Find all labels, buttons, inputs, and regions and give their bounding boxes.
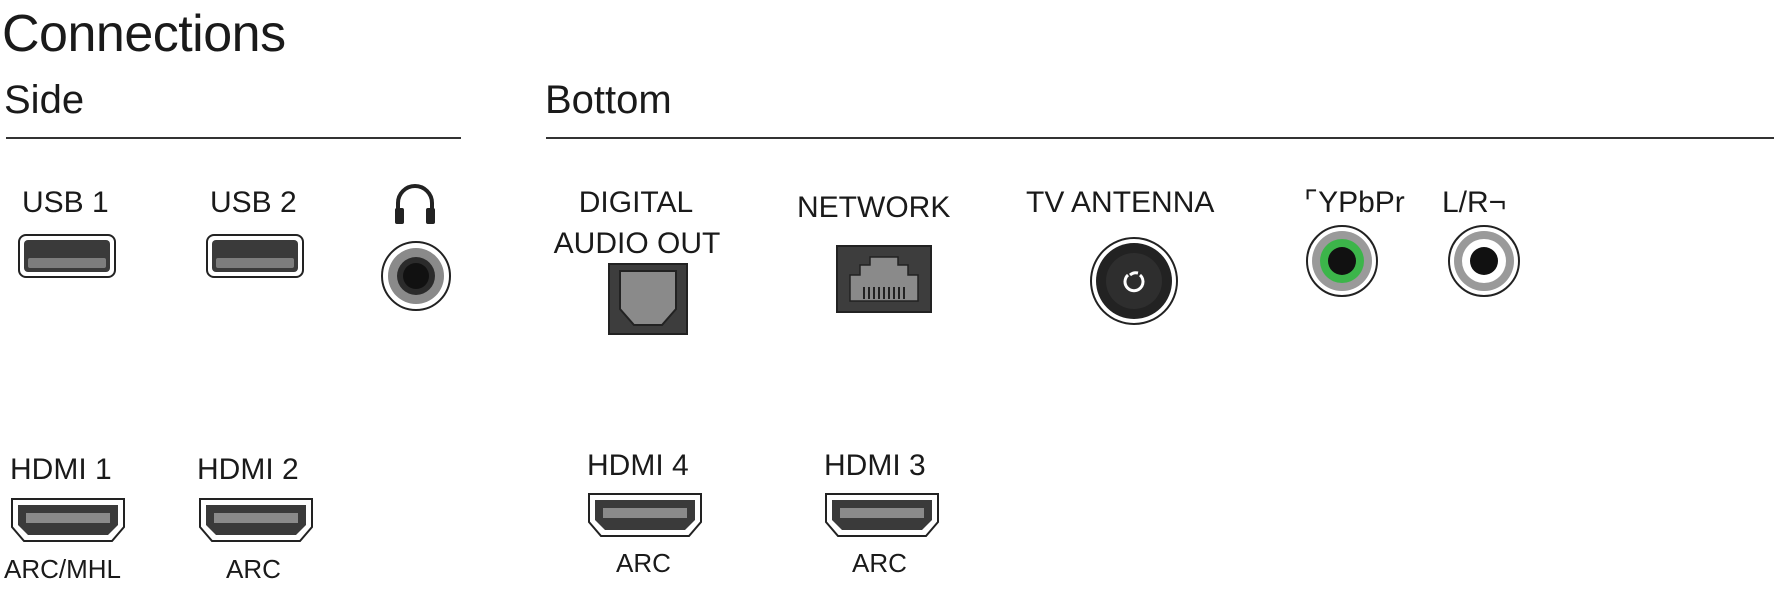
usb1-port-icon (18, 234, 116, 278)
digital-audio-out-label-line1: DIGITAL (578, 186, 694, 219)
hdmi1-label: HDMI 1 (10, 453, 112, 486)
audio-lr-port-icon (1448, 225, 1520, 297)
hdmi1-port-icon (11, 498, 125, 542)
hdmi3-sub-label: ARC (852, 548, 907, 578)
hdmi3-label: HDMI 3 (824, 449, 926, 482)
usb1-label: USB 1 (22, 186, 109, 219)
section-bottom-heading: Bottom (545, 78, 672, 122)
headphones-icon (395, 184, 435, 224)
hdmi1-sub-label: ARC/MHL (4, 554, 122, 584)
ypbpr-port-icon (1306, 225, 1378, 297)
hdmi2-label: HDMI 2 (197, 453, 299, 486)
network-label: NETWORK (797, 191, 951, 224)
hdmi4-label: HDMI 4 (587, 449, 689, 482)
audio-lr-label: L/R¬ (1442, 186, 1507, 219)
hdmi3-port-icon (825, 493, 939, 537)
bottom-divider (546, 137, 1774, 139)
digital-audio-out-label-line2: AUDIO OUT (553, 227, 721, 260)
hdmi4-port-icon (588, 493, 702, 537)
headphone-jack-port-icon (381, 241, 451, 311)
hdmi4-sub-label: ARC (616, 548, 671, 578)
optical-port-icon (608, 263, 688, 335)
antenna-port-icon (1090, 237, 1178, 325)
tv-antenna-label: TV ANTENNA (1026, 186, 1215, 219)
side-divider (6, 137, 461, 139)
section-side-heading: Side (4, 78, 85, 122)
usb2-port-icon (206, 234, 304, 278)
ethernet-port-icon (836, 245, 932, 313)
ypbpr-label: ⌜YPbPr (1304, 186, 1405, 219)
usb2-label: USB 2 (210, 186, 297, 219)
page-title: Connections (2, 5, 286, 63)
hdmi2-sub-label: ARC (226, 554, 281, 584)
hdmi2-port-icon (199, 498, 313, 542)
